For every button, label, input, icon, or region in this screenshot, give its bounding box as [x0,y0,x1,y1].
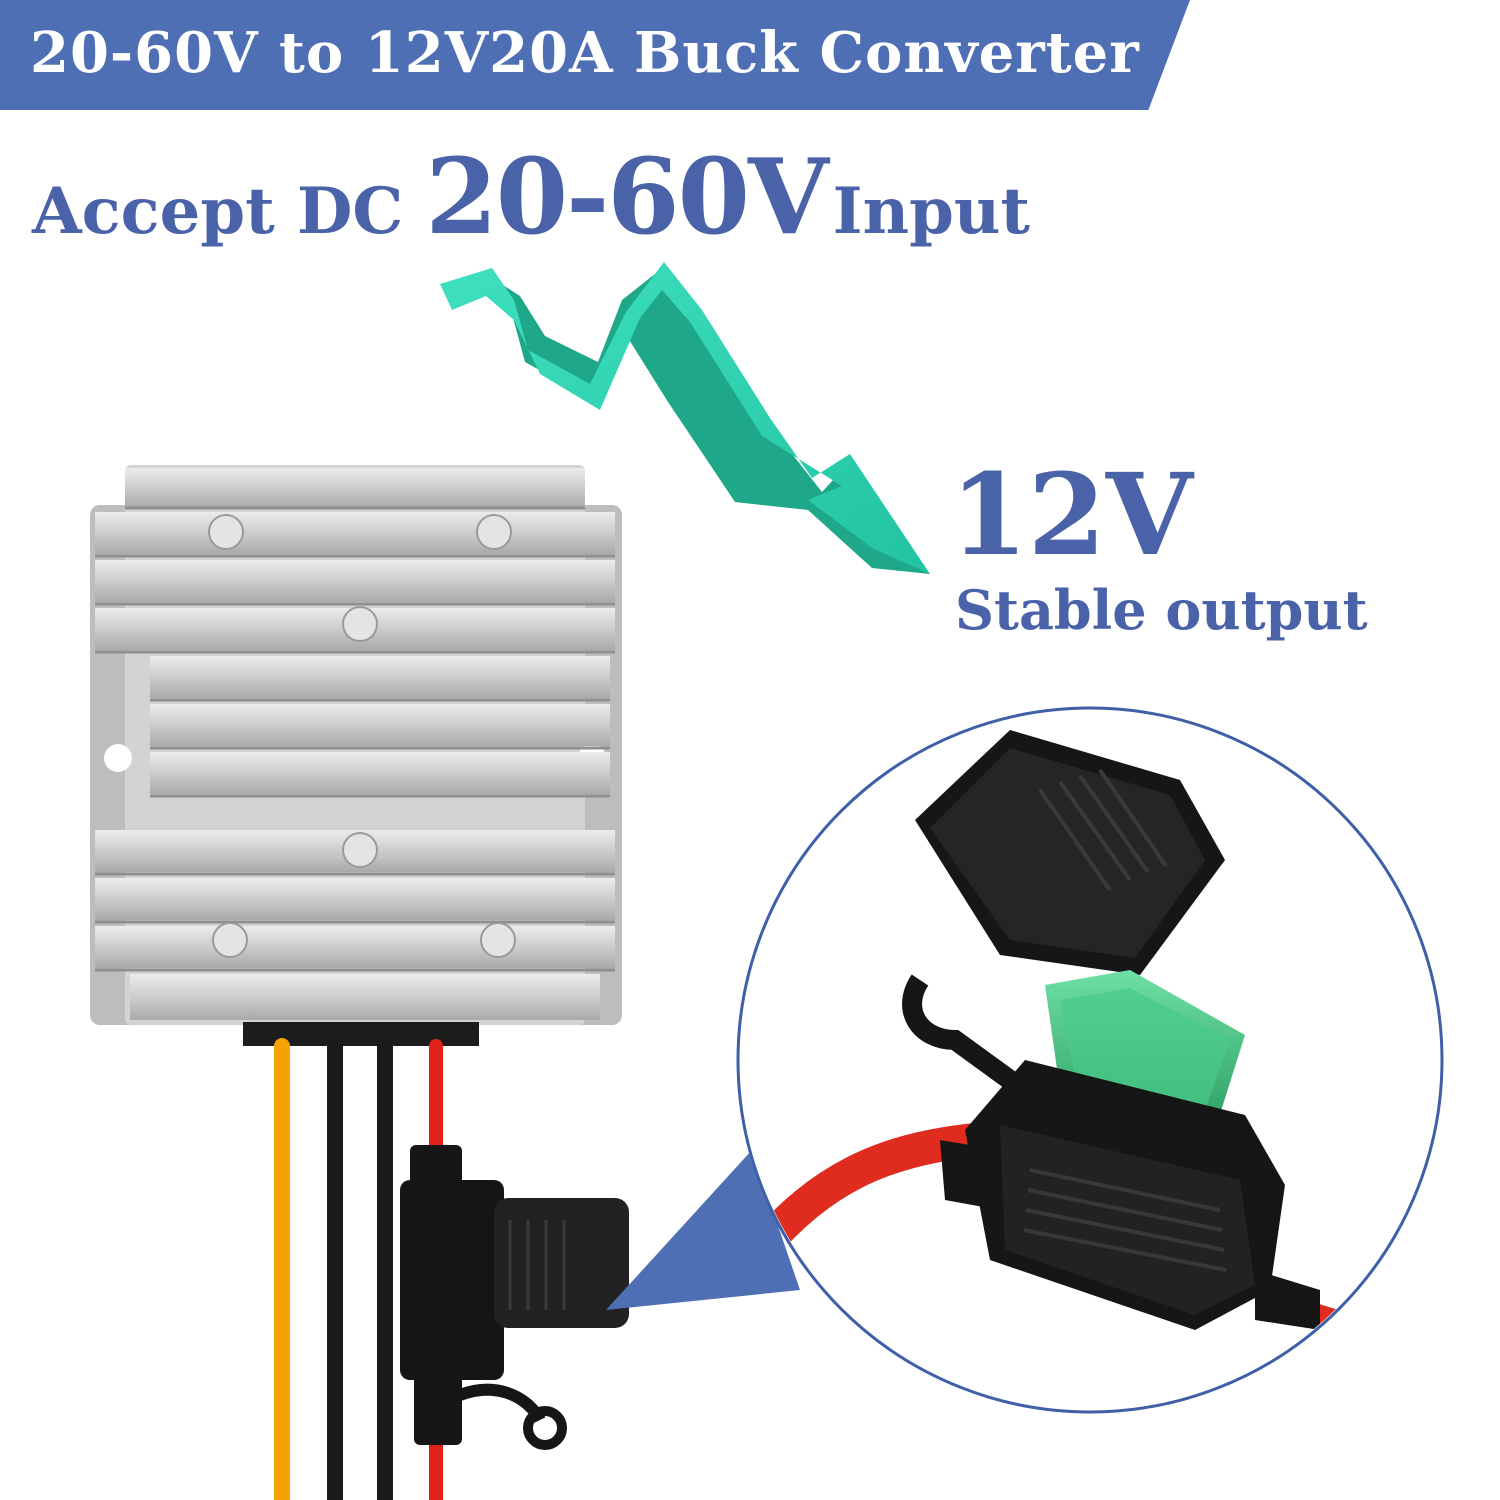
input-spec: Accept DC 20-60V Input [32,135,1030,258]
banner-title: 20-60V to 12V20A Buck Converter [30,20,1140,86]
output-wires [274,1038,443,1500]
input-voltage: 20-60V [425,135,828,258]
input-suffix: Input [832,174,1030,249]
fuse-closeup-magnifier [736,706,1444,1414]
output-voltage: 12V [950,450,1193,581]
output-label: Stable output [955,578,1368,642]
buck-converter-module [90,465,622,1046]
inline-fuse-holder [400,1145,629,1450]
callout-pointer [606,1150,800,1310]
heatsink-fins [95,468,615,1020]
fuse-cap [902,730,1225,1089]
fuse-holder-body [940,1060,1320,1330]
title-banner [0,0,1190,110]
input-prefix: Accept DC [32,174,404,249]
zigzag-arrow-icon [440,262,930,574]
